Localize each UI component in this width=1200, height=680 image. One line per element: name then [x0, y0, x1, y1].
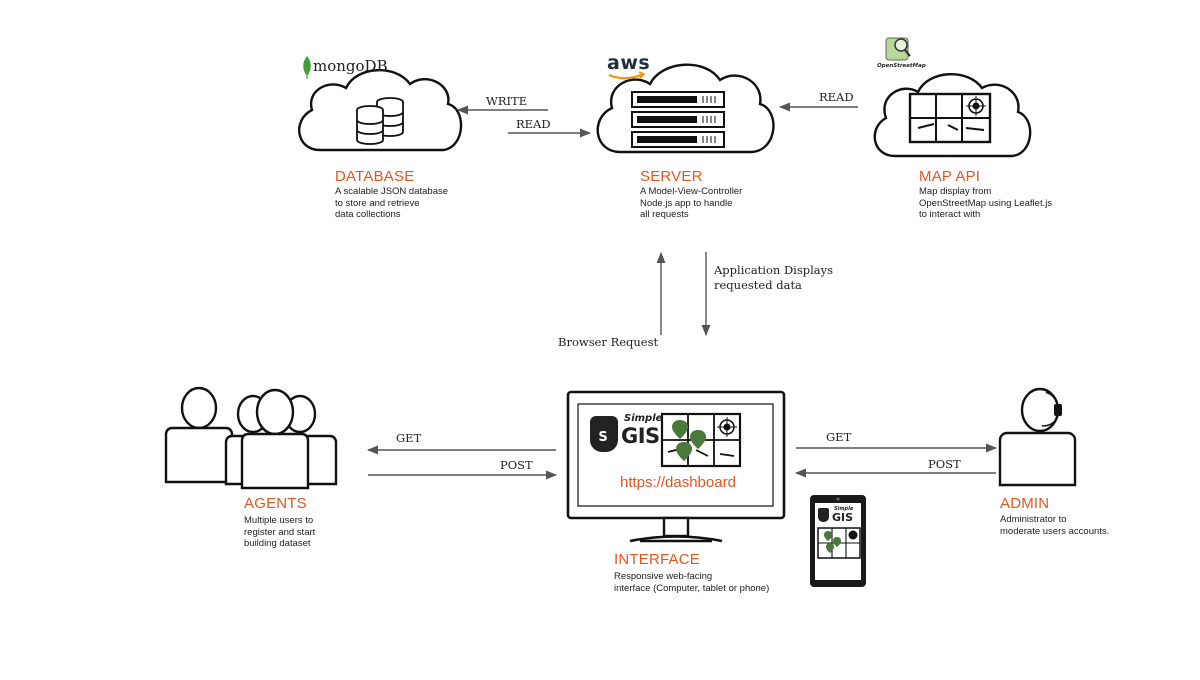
agents-people-icon — [164, 386, 338, 490]
interface-title: INTERFACE — [614, 551, 700, 568]
mongodb-logo-text: mongoDB — [313, 57, 388, 75]
write-label: WRITE — [486, 94, 528, 108]
admin-description: Administrator to moderate users accounts… — [1000, 514, 1110, 537]
dashboard-url: https://dashboard — [620, 474, 736, 491]
phone-app-logo-small-text: Simple — [834, 506, 854, 512]
server-description: A Model-View-Controller Node.js app to h… — [640, 186, 743, 220]
map-grid-icon — [908, 92, 992, 144]
admin-person-icon — [998, 387, 1077, 487]
database-cloud-icon — [298, 69, 463, 152]
admin-post-label: POST — [928, 457, 961, 471]
admin-title: ADMIN — [1000, 495, 1050, 512]
database-icon — [356, 97, 404, 145]
phone-icon — [810, 495, 866, 587]
app-logo-small-text: Simple — [624, 413, 663, 424]
app-logo-big-text: GIS — [621, 424, 660, 448]
map-pin-icon — [672, 420, 706, 461]
agents-get-label: GET — [396, 431, 422, 445]
app-displays-label: Application Displays requested data — [714, 263, 834, 292]
mongodb-logo — [303, 56, 311, 79]
map-api-description: Map display from OpenStreetMap using Lea… — [919, 186, 1053, 220]
database-description: A scalable JSON database to store and re… — [335, 186, 449, 220]
server-title: SERVER — [640, 168, 703, 185]
map-api-cloud-icon — [873, 73, 1032, 158]
aws-logo-text: aws — [607, 52, 651, 74]
svg-text:S: S — [598, 430, 607, 445]
database-title: DATABASE — [335, 168, 415, 185]
agents-post-label: POST — [500, 458, 533, 472]
map-api-title: MAP API — [919, 168, 981, 185]
admin-get-label: GET — [826, 430, 852, 444]
openstreetmap-logo-text: OpenStreetMap — [877, 63, 926, 69]
headset-icon — [1041, 391, 1062, 427]
read-label-db: READ — [516, 117, 551, 131]
server-rack-icon — [631, 91, 725, 148]
aws-logo — [608, 71, 646, 80]
server-cloud-icon — [596, 63, 775, 154]
read-label-map: READ — [819, 90, 854, 104]
simplegis-badge-icon: S — [590, 416, 618, 452]
phone-app-logo-big-text: GIS — [832, 511, 854, 524]
openstreetmap-logo — [885, 37, 911, 61]
agents-title: AGENTS — [244, 495, 307, 512]
agents-description: Multiple users to register and start bui… — [244, 515, 316, 549]
interface-description: Responsive web-facing interface (Compute… — [614, 571, 770, 594]
browser-request-label: Browser Request — [558, 335, 659, 349]
